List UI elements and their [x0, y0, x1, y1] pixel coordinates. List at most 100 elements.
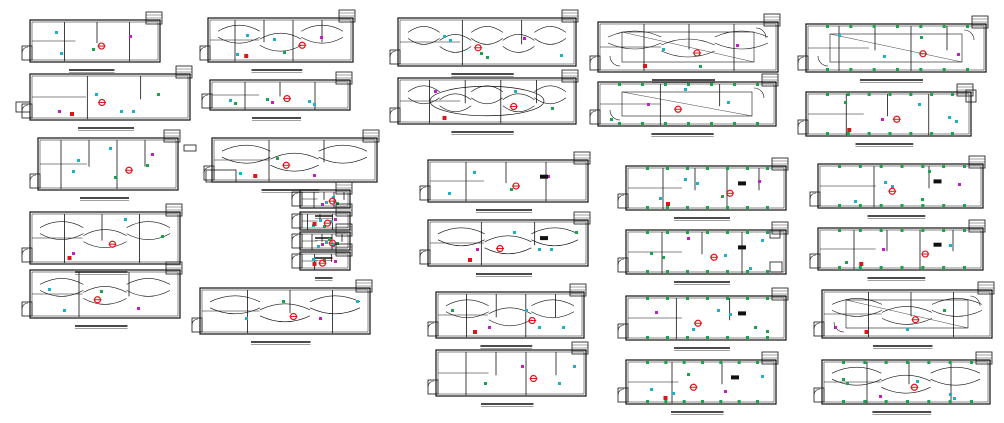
fixture-symbol	[949, 244, 952, 247]
fixture-symbol	[575, 231, 578, 234]
fixture-symbol	[879, 395, 882, 398]
fixture-symbol	[313, 174, 316, 177]
fixture-symbol	[523, 37, 526, 40]
fixture-symbol	[72, 170, 75, 173]
fixture-symbol	[271, 101, 274, 104]
fixture-symbol	[239, 172, 242, 175]
drawing-fragment	[769, 229, 781, 239]
fixture-symbol	[727, 101, 730, 104]
fixture-symbol	[558, 382, 561, 385]
fixture-symbol	[334, 218, 337, 221]
floor-plan-sheet	[617, 287, 789, 351]
fixture-symbol	[434, 90, 437, 93]
fixture-symbol	[538, 326, 541, 329]
fixture-symbol	[114, 176, 117, 179]
floor-plan-sheet	[191, 279, 373, 345]
fixture-symbol	[761, 239, 764, 242]
fixture-symbol	[63, 309, 66, 312]
fixture-symbol	[334, 260, 337, 263]
fixture-symbol	[336, 202, 339, 205]
fixture-symbol	[72, 252, 75, 255]
floor-plan-sheet	[201, 71, 353, 121]
fixture-symbol	[120, 110, 123, 113]
fixture-symbol	[647, 103, 650, 106]
fixture-symbol	[521, 365, 524, 368]
floor-plan-sheet	[291, 243, 353, 281]
floor-plan-sheet	[809, 155, 986, 219]
fixture-symbol	[854, 200, 857, 203]
floor-plan-sheet	[199, 9, 356, 73]
fixture-symbol	[838, 34, 841, 37]
fixture-symbol	[283, 51, 286, 54]
fixture-symbol	[356, 300, 359, 303]
fixture-symbol	[319, 317, 322, 320]
fixture-symbol	[48, 288, 51, 291]
fixture-symbol	[313, 103, 316, 106]
fixture-symbol	[766, 330, 769, 333]
fixture-symbol	[330, 220, 333, 223]
fixture-symbol	[109, 147, 112, 150]
fixture-symbol	[321, 203, 324, 206]
floor-plan-sheet	[427, 341, 589, 407]
drawing-fragment	[205, 169, 237, 183]
fixture-symbol	[488, 326, 491, 329]
fixture-symbol	[525, 309, 528, 312]
fixture-symbol	[484, 382, 487, 385]
fixture-symbol	[325, 241, 328, 244]
fixture-symbol	[513, 231, 516, 234]
fixture-symbol	[884, 181, 887, 184]
fixture-symbol	[891, 185, 894, 188]
fixture-symbol	[146, 164, 149, 167]
fixture-symbol	[834, 326, 837, 329]
fixture-symbol	[246, 34, 249, 37]
fixture-symbol	[736, 44, 739, 47]
floor-plan-sheet	[291, 223, 353, 261]
floor-plan-sheet	[589, 73, 779, 137]
fixture-symbol	[692, 328, 695, 331]
fixture-symbol	[317, 245, 320, 248]
fixture-symbol	[282, 300, 285, 303]
floor-plan-sheet	[419, 151, 591, 213]
fixture-symbol	[920, 36, 923, 39]
fixture-symbol	[650, 388, 653, 391]
fixture-symbol	[137, 307, 140, 310]
fixture-symbol	[321, 243, 324, 246]
fixture-symbol	[312, 258, 315, 261]
fixture-symbol	[336, 242, 339, 245]
fixture-symbol	[928, 170, 931, 173]
fixture-symbol	[610, 118, 613, 121]
fixture-symbol	[95, 93, 98, 96]
floor-plan-sheet	[617, 221, 789, 285]
fixture-symbol	[684, 178, 687, 181]
floor-plan-sheet	[813, 351, 993, 415]
fixture-symbol	[325, 201, 328, 204]
fixture-symbol	[846, 382, 849, 385]
fixture-symbol	[476, 248, 479, 251]
fixture-symbol	[323, 225, 326, 228]
fixture-symbol	[906, 328, 909, 331]
fixture-symbol	[132, 110, 135, 113]
fixture-symbol	[161, 235, 164, 238]
fixture-symbol	[881, 118, 884, 121]
fixture-symbol	[953, 397, 956, 400]
fixture-symbol	[655, 311, 658, 314]
fixture-symbol	[443, 35, 446, 38]
fixture-symbol	[724, 390, 727, 393]
floor-plan-sheet	[21, 65, 193, 131]
fixture-symbol	[124, 218, 127, 221]
floor-plan-sheet	[203, 129, 380, 193]
fixture-symbol	[761, 375, 764, 378]
fixture-symbol	[758, 180, 761, 183]
fixture-symbol	[650, 252, 653, 255]
fixture-symbol	[662, 256, 665, 259]
fixture-symbol	[92, 48, 95, 51]
fixture-symbol	[749, 267, 752, 270]
fixture-symbol	[724, 254, 727, 257]
fixture-symbol	[320, 36, 323, 39]
fixture-symbol	[882, 248, 885, 251]
fixture-symbol	[100, 290, 103, 293]
fixture-symbol	[151, 153, 154, 156]
fixture-symbol	[332, 196, 335, 199]
